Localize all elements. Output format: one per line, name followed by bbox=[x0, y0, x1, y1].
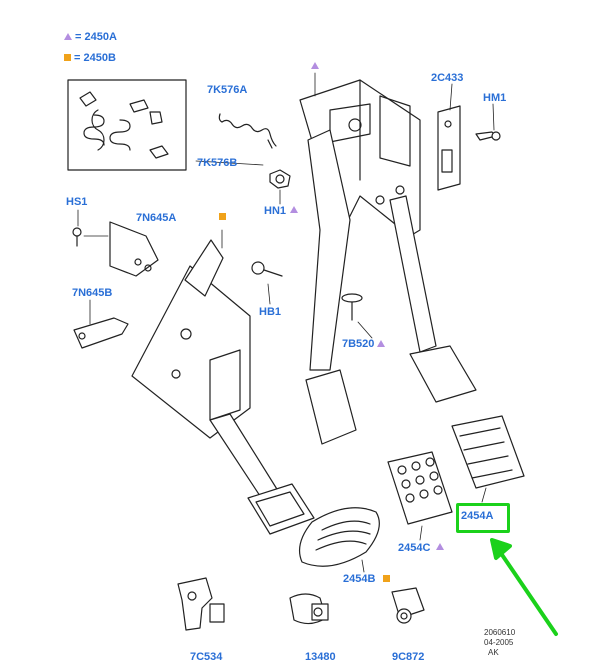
part-label-7C534: 7C534 bbox=[190, 651, 223, 663]
triangle-icon bbox=[64, 33, 72, 40]
part-label-HB1: HB1 bbox=[259, 306, 282, 318]
pedal-pad-2454A bbox=[451, 415, 525, 489]
square-marker-icon bbox=[219, 213, 226, 220]
highlight-box bbox=[456, 503, 510, 533]
part-label-7N645B: 7N645B bbox=[72, 287, 113, 299]
switch-13480 bbox=[289, 593, 329, 625]
pedal-box-left bbox=[131, 239, 251, 439]
spring-7K576A bbox=[218, 113, 277, 149]
pedal-pad-2454C bbox=[387, 451, 453, 525]
part-label-HN1: HN1 bbox=[264, 205, 287, 217]
spring-kit-7K576B bbox=[67, 79, 187, 171]
part-label-7K576B: 7K576B bbox=[197, 157, 238, 169]
part-label-2C433: 2C433 bbox=[431, 72, 464, 84]
part-label-2454A: 2454A bbox=[461, 510, 494, 522]
switch-9C872 bbox=[391, 587, 425, 624]
pedal-pad-2454B bbox=[299, 507, 380, 567]
triangle-marker-icon bbox=[436, 543, 444, 550]
screw-HS1 bbox=[72, 227, 82, 247]
brake-pedal-arm bbox=[305, 129, 357, 445]
nut-HN1 bbox=[269, 169, 291, 189]
part-label-HM1: HM1 bbox=[483, 92, 507, 104]
triangle-marker-icon bbox=[377, 340, 385, 347]
clutch-pedal-arm bbox=[389, 195, 477, 403]
switch-7C534 bbox=[177, 577, 225, 631]
legend-triangle: = 2450A bbox=[64, 31, 117, 43]
square-icon bbox=[64, 54, 71, 61]
clip-7N645B bbox=[73, 317, 129, 349]
part-label-HS1: HS1 bbox=[66, 196, 88, 208]
drawing-code: 2060610 04-2005 AK bbox=[484, 628, 516, 657]
part-label-2454C: 2454C bbox=[398, 542, 431, 554]
bracket-7N645A bbox=[109, 221, 159, 277]
part-label-7B520: 7B520 bbox=[342, 338, 375, 350]
part-label-7N645A: 7N645A bbox=[136, 212, 177, 224]
triangle-marker-icon bbox=[290, 206, 298, 213]
bolt-HM1 bbox=[475, 131, 501, 141]
callout-arrow bbox=[490, 538, 558, 636]
triangle-marker-icon bbox=[311, 62, 319, 69]
part-label-7K576A: 7K576A bbox=[207, 84, 248, 96]
part-label-9C872: 9C872 bbox=[392, 651, 425, 663]
switch-stud-7B520 bbox=[341, 293, 363, 321]
bolt-HB1 bbox=[251, 261, 283, 277]
part-label-13480: 13480 bbox=[305, 651, 336, 663]
square-marker-icon bbox=[383, 575, 390, 582]
bracket-plate-2C433 bbox=[437, 105, 461, 191]
part-label-2454B: 2454B bbox=[343, 573, 376, 585]
left-pedal-arm bbox=[209, 413, 315, 535]
legend-square: = 2450B bbox=[64, 52, 116, 64]
